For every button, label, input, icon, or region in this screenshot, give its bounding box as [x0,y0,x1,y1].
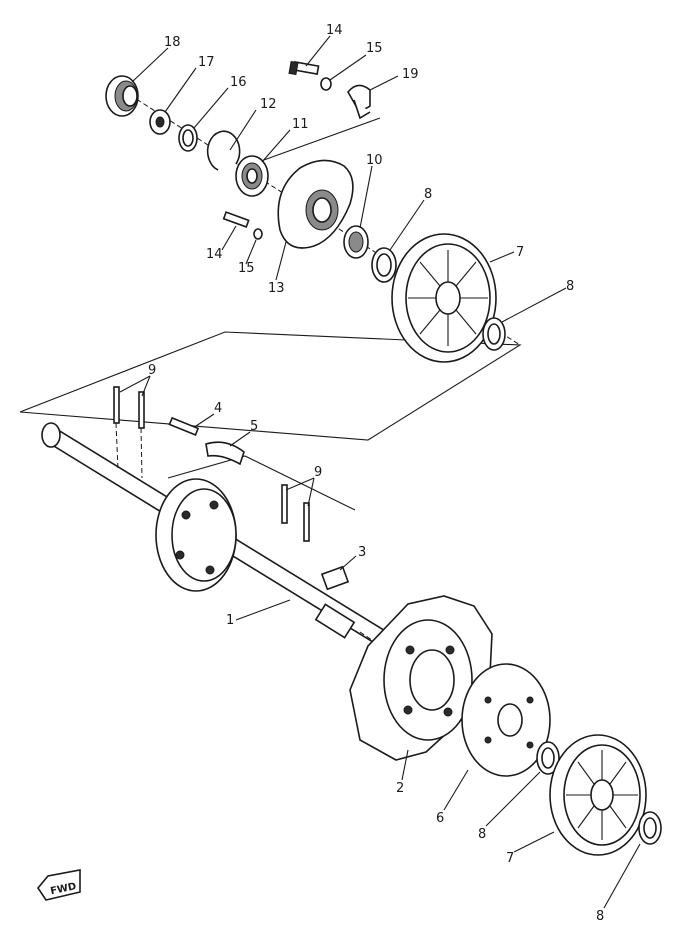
fwd-label: FWD [49,881,77,897]
part-8-spacer-right [482,317,506,351]
part-8-spacer-lower [536,741,560,775]
part-3-collar [320,565,350,591]
part-9-pins-lower [281,484,310,542]
callout-9-upper: 9 [148,363,156,378]
callout-12: 12 [260,97,277,112]
part-11-bearing [235,155,269,197]
part-18-dust-cap [105,75,139,117]
part-7-idler-wheel-lower [549,734,647,856]
part-2-drive-sprocket [349,595,493,761]
part-10-seal [343,225,369,259]
leader-lines [119,35,641,909]
part-14-bolt-top [288,60,320,76]
callout-3: 3 [358,545,366,560]
callout-14-top: 14 [326,23,343,38]
part-7-idler-wheel-upper [391,233,497,363]
callout-8-right: 8 [566,279,574,294]
callout-6: 6 [436,811,444,826]
part-14-bolt-lower [222,211,250,228]
callout-7-upper: 7 [516,245,524,260]
lower-shaft-bracket-line [167,455,356,511]
callout-1: 1 [226,613,234,628]
part-12-circlip [206,130,241,171]
callout-14-lower: 14 [206,247,223,262]
callout-11: 11 [292,117,309,132]
part-4-bolt [168,416,200,436]
callout-9-lower: 9 [314,465,322,480]
callout-19: 19 [402,67,419,82]
part-9-pins-upper [113,386,145,479]
part-5-bracket [205,441,245,466]
callout-15-top: 15 [366,41,383,56]
part-13-bearing-housing [277,159,354,249]
part-8-spacer-far [638,811,662,845]
callout-8-far: 8 [596,909,604,924]
upper-assembly-outline [19,331,522,441]
callout-16: 16 [230,75,247,90]
part-6-plate [461,663,551,777]
part-15-washer-lower [253,228,263,240]
part-8-spacer-upper [371,247,397,283]
part-15-washer-top [320,77,332,91]
fwd-arrow-icon: FWD [37,869,81,901]
part-17-nut [149,109,171,135]
callout-18: 18 [164,35,181,50]
callout-5: 5 [250,419,258,434]
callout-8-lower: 8 [478,827,486,842]
shaft-flange-plate [155,478,237,592]
part-19-bracket [347,84,371,120]
callout-15-lower: 15 [238,261,255,276]
callout-2: 2 [396,781,404,796]
callout-10: 10 [366,153,383,168]
callout-13: 13 [268,281,285,296]
upper-box-top-edge [249,117,381,166]
callout-7-lower: 7 [506,851,514,866]
callout-4: 4 [214,401,222,416]
part-16-washer [178,124,198,152]
callout-8-upper: 8 [424,187,432,202]
callout-17: 17 [198,55,215,70]
